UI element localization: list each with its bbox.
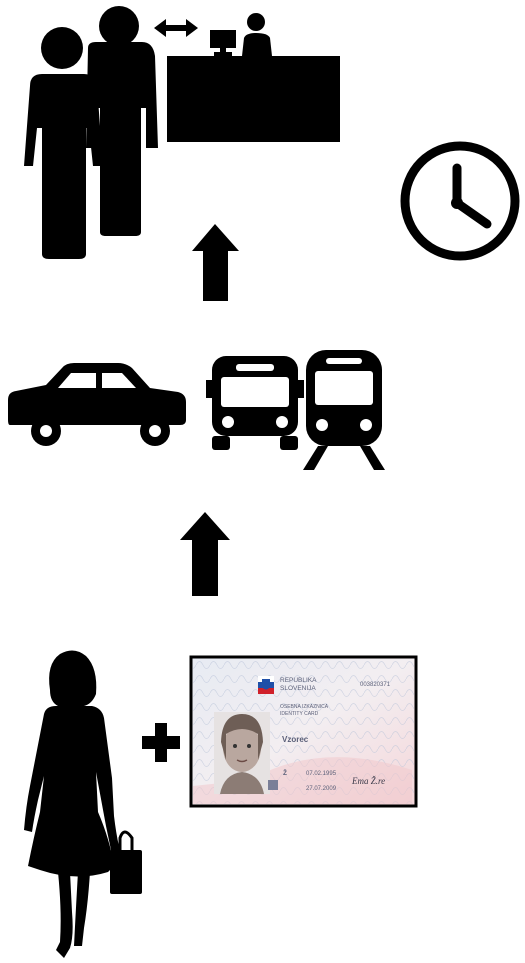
double-arrow-icon xyxy=(154,19,198,37)
woman-silhouette-icon xyxy=(24,650,142,958)
id-card-title-line1: OSEBNA IZKAZNICA xyxy=(280,704,329,710)
clock-icon xyxy=(405,146,515,256)
id-card-title-line2: IDENTITY CARD xyxy=(280,711,319,717)
car-wheel-hub xyxy=(40,425,52,437)
id-card-photo xyxy=(214,712,270,794)
plus-icon xyxy=(142,723,180,762)
car-wheel-hub xyxy=(149,425,161,437)
id-card-icon: REPUBLIKA SLOVENIJA 003820371 OSEBNA IZK… xyxy=(191,657,416,806)
id-card-expiry-date: 27.07.2009 xyxy=(306,786,337,792)
id-card-sex: Ž xyxy=(283,768,287,777)
id-card-birth-date: 07.02.1995 xyxy=(306,771,337,777)
id-card-number: 003820371 xyxy=(360,682,391,688)
id-card-hologram xyxy=(268,780,278,790)
bus-icon xyxy=(206,356,304,450)
arrow-up-icon xyxy=(180,512,230,596)
id-card-header-line1: REPUBLIKA xyxy=(280,677,317,684)
desk-clerk-icon xyxy=(210,13,272,56)
id-card-surname: Vzorec xyxy=(282,735,309,744)
slovenia-flag-emblem xyxy=(258,676,274,694)
counter-desk xyxy=(167,56,340,142)
id-card-signature: Ema Ž.re xyxy=(351,776,385,786)
train-icon xyxy=(303,350,385,470)
arrow-up-icon xyxy=(192,224,239,301)
id-card-header-line2: SLOVENIJA xyxy=(280,685,316,692)
queue-people-icon xyxy=(24,6,158,259)
